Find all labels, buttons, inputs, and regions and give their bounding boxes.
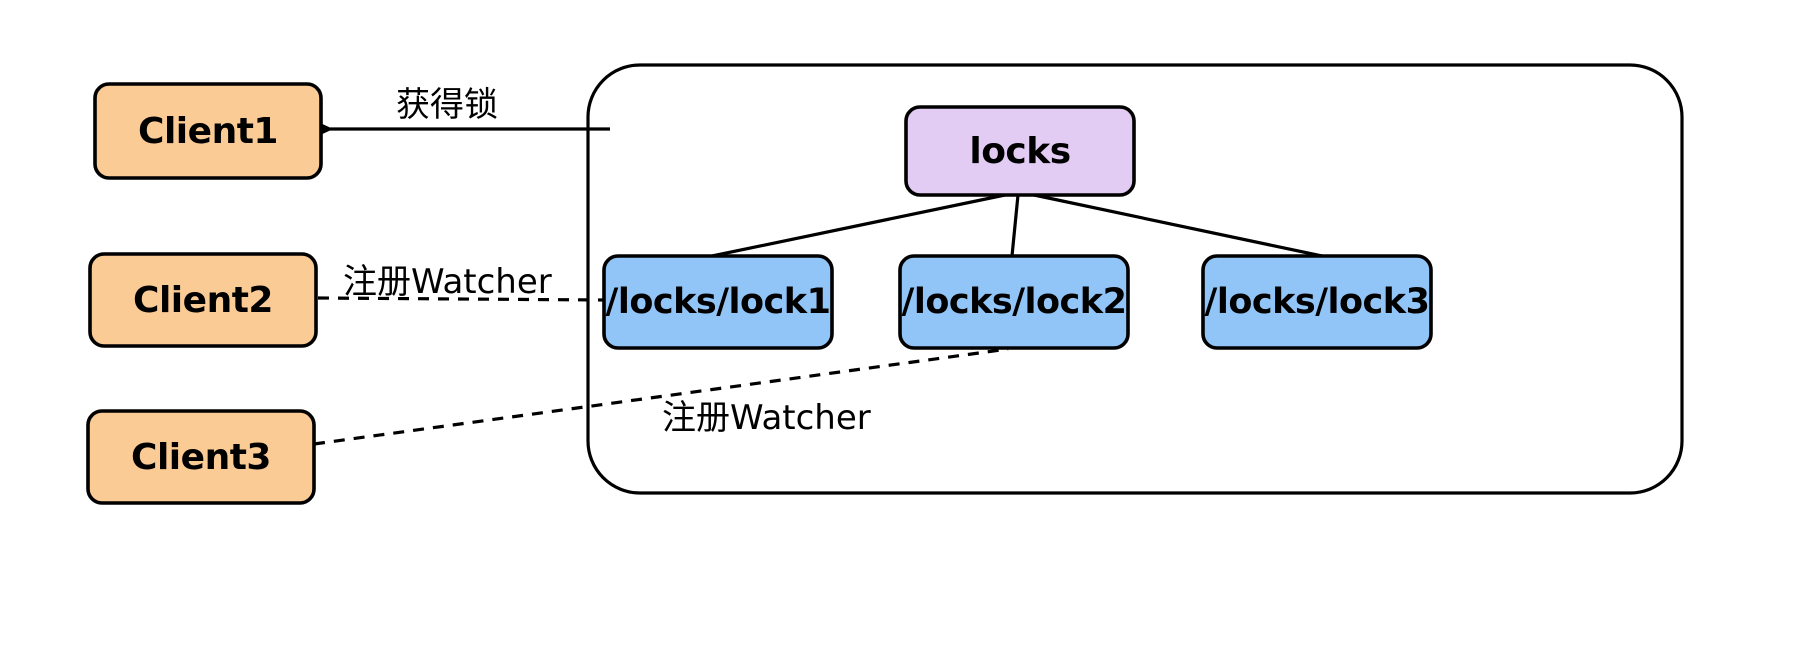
edge-register-watcher-client2-label: 注册Watcher [343,262,552,302]
tree-edge-locks-lock1 [711,193,1006,258]
edge-register-watcher-client3 [313,347,1009,446]
tree-edge-locks-lock3 [1033,193,1323,258]
node-locks[interactable] [904,105,1136,197]
tree-edge-locks-lock2 [1010,194,1020,257]
node-lock3[interactable] [1201,254,1433,350]
zookeeper-namespace-container [586,63,1684,495]
node-client2[interactable] [88,252,318,348]
node-lock1[interactable] [602,254,834,350]
node-lock2[interactable] [898,254,1130,350]
node-client1[interactable] [93,82,323,180]
node-client3[interactable] [86,409,316,505]
edge-register-watcher-client3-label: 注册Watcher [662,398,871,438]
edge-acquire-lock-label: 获得锁 [396,85,498,125]
edge-register-watcher-client2 [317,296,605,302]
